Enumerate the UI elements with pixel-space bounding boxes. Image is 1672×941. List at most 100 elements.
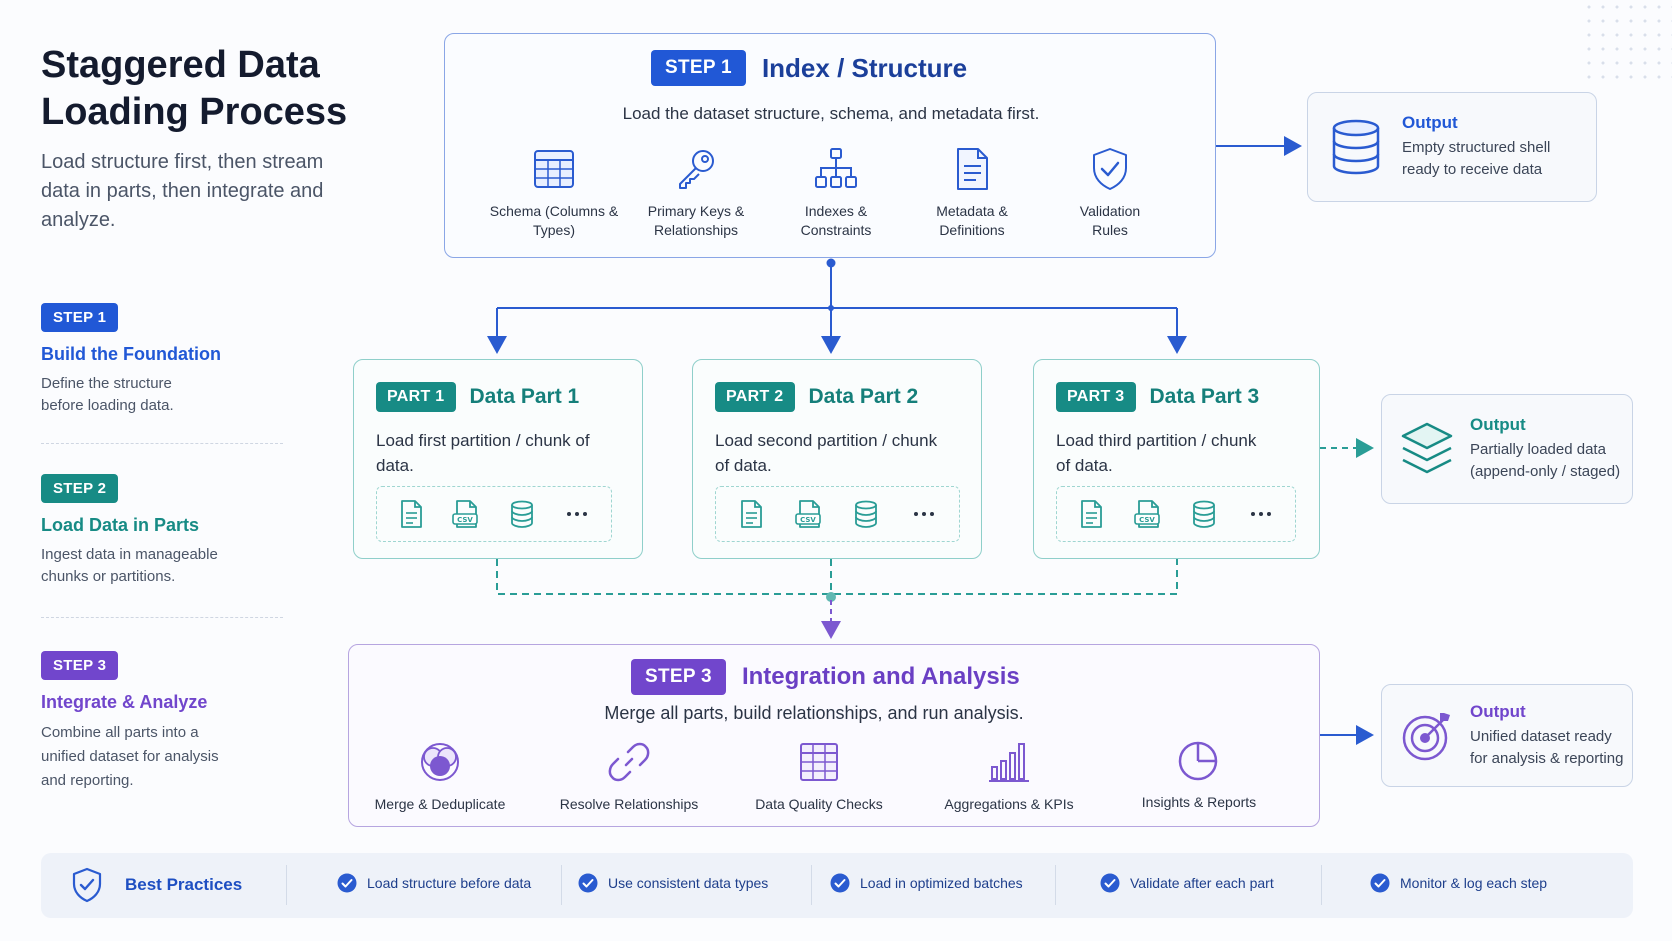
part-badge: PART 1 xyxy=(376,382,456,412)
page-subtitle: Load structure first, then stream data i… xyxy=(41,151,324,231)
divider xyxy=(41,443,283,444)
divider xyxy=(811,865,812,905)
step1-header: STEP 1 Index / Structure xyxy=(651,50,967,86)
file-icon xyxy=(1081,500,1103,528)
document-icon xyxy=(957,148,988,190)
more-icon xyxy=(567,512,588,516)
step-title: Build the Foundation xyxy=(41,344,221,364)
step-badge: STEP 1 xyxy=(41,303,119,332)
metadata-item: Metadata & Definitions xyxy=(897,146,1047,240)
step3-title: Integration and Analysis xyxy=(741,663,1020,690)
output-box-3: Output Unified dataset ready for analysi… xyxy=(1381,684,1633,787)
divider xyxy=(561,865,562,905)
step3-header: STEP 3 Integration and Analysis xyxy=(631,659,1020,695)
schema-item: Schema (Columns & Types) xyxy=(479,146,629,240)
part-file-types: CSV xyxy=(715,486,960,542)
best-practice-item: Monitor & log each step xyxy=(1370,873,1547,893)
step3-integration-box: STEP 3 Integration and Analysis Merge al… xyxy=(348,644,1320,827)
part-file-types: CSV xyxy=(1056,486,1296,542)
target-icon xyxy=(1402,712,1450,760)
more-icon xyxy=(914,512,935,516)
divider xyxy=(41,617,283,618)
part-title: Data Part 2 xyxy=(808,385,919,408)
hierarchy-icon xyxy=(815,148,857,188)
indexes-item: Indexes & Constraints xyxy=(761,146,911,240)
step3-description: Merge all parts, build relationships, an… xyxy=(604,703,1024,723)
step-description: Ingest data in manageable chunks or part… xyxy=(41,546,218,585)
decorative-dot-grid xyxy=(1582,0,1672,80)
database-icon xyxy=(1193,500,1216,528)
part-title: Data Part 3 xyxy=(1149,385,1260,408)
shield-check-icon xyxy=(72,867,102,903)
shield-check-icon xyxy=(1093,148,1127,190)
bar-chart-icon xyxy=(989,743,1029,782)
icon-label: Merge & Deduplicate xyxy=(374,796,506,812)
validation-item: Validation Rules xyxy=(1035,146,1185,240)
output-title: Output xyxy=(1470,701,1526,721)
step-description: Define the structure before loading data… xyxy=(41,375,174,414)
step1-badge: STEP 1 xyxy=(651,50,746,86)
more-icon xyxy=(1250,512,1271,516)
csv-label: CSV xyxy=(1139,516,1155,524)
csv-file-icon: CSV xyxy=(1133,500,1160,528)
table-grid-icon xyxy=(534,150,574,188)
step-badge: STEP 2 xyxy=(41,474,119,503)
key-icon xyxy=(679,150,714,189)
best-practice-text: Validate after each part xyxy=(1130,875,1274,891)
file-icon xyxy=(400,500,422,528)
best-practice-item: Load in optimized batches xyxy=(830,873,1023,893)
best-practice-text: Load structure before data xyxy=(367,875,532,891)
icon-label: Validation Rules xyxy=(1079,203,1141,238)
merge-icon xyxy=(421,743,459,781)
data-part-3-box: PART 3 Data Part 3 Load third partition … xyxy=(1033,359,1320,559)
step3-badge: STEP 3 xyxy=(631,659,726,695)
part-header: PART 2 Data Part 2 xyxy=(715,382,918,412)
best-practices-bar: Best Practices Load structure before dat… xyxy=(41,853,1633,918)
data-part-2-box: PART 2 Data Part 2 Load second partition… xyxy=(692,359,982,559)
best-practice-item: Use consistent data types xyxy=(578,873,768,893)
database-icon xyxy=(510,500,533,528)
step-description: Combine all parts into a unified dataset… xyxy=(41,724,219,789)
icon-label: Indexes & Constraints xyxy=(800,203,872,238)
icon-label: Metadata & Definitions xyxy=(936,203,1008,238)
part-description: Load first partition / chunk of data. xyxy=(376,431,590,475)
part-badge: PART 3 xyxy=(1056,382,1136,412)
database-icon xyxy=(1332,119,1380,175)
best-practice-item: Validate after each part xyxy=(1100,873,1274,893)
sidebar-step-2: STEP 2 Load Data in Parts Ingest data in… xyxy=(41,474,291,588)
page-title: Staggered Data Loading Process xyxy=(41,44,348,133)
output-description: Unified dataset ready for analysis & rep… xyxy=(1470,727,1624,767)
output-description: Empty structured shell ready to receive … xyxy=(1402,139,1551,178)
step1-structure-box: STEP 1 Index / Structure Load the datase… xyxy=(444,33,1216,258)
step-title: Integrate & Analyze xyxy=(41,692,208,712)
grid-check-icon xyxy=(800,743,838,781)
icon-label: Resolve Relationships xyxy=(559,796,699,812)
icon-label: Aggregations & KPIs xyxy=(944,796,1074,812)
best-practice-item: Load structure before data xyxy=(337,873,531,893)
sidebar-step-1: STEP 1 Build the Foundation Define the s… xyxy=(41,303,291,417)
best-practice-text: Monitor & log each step xyxy=(1400,875,1548,891)
part-file-types: CSV xyxy=(376,486,612,542)
part-header: PART 3 Data Part 3 xyxy=(1056,382,1259,412)
csv-file-icon: CSV xyxy=(794,500,821,528)
sidebar-step-3: STEP 3 Integrate & Analyze Combine all p… xyxy=(41,651,291,793)
step1-description: Load the dataset structure, schema, and … xyxy=(622,104,1040,123)
icon-label: Insights & Reports xyxy=(1141,794,1257,810)
data-part-1-box: PART 1 Data Part 1 Load first partition … xyxy=(353,359,643,559)
icon-label: Primary Keys & Relationships xyxy=(647,203,745,238)
icon-label: Data Quality Checks xyxy=(755,796,883,812)
best-practice-text: Use consistent data types xyxy=(608,875,769,891)
part-description: Load second partition / chunk of data. xyxy=(715,431,938,475)
output-title: Output xyxy=(1470,415,1526,434)
output-box-1: Output Empty structured shell ready to r… xyxy=(1307,92,1597,202)
output-box-2: Output Partially loaded data (append-onl… xyxy=(1381,394,1633,504)
best-practices-title: Best Practices xyxy=(125,875,243,894)
data-quality-item: Data Quality Checks xyxy=(744,739,894,814)
divider xyxy=(1321,865,1322,905)
layers-icon xyxy=(1401,422,1453,474)
csv-label: CSV xyxy=(800,516,816,524)
output-description: Partially loaded data (append-only / sta… xyxy=(1470,441,1621,480)
step-badge: STEP 3 xyxy=(41,651,119,680)
best-practice-text: Load in optimized batches xyxy=(860,875,1023,891)
